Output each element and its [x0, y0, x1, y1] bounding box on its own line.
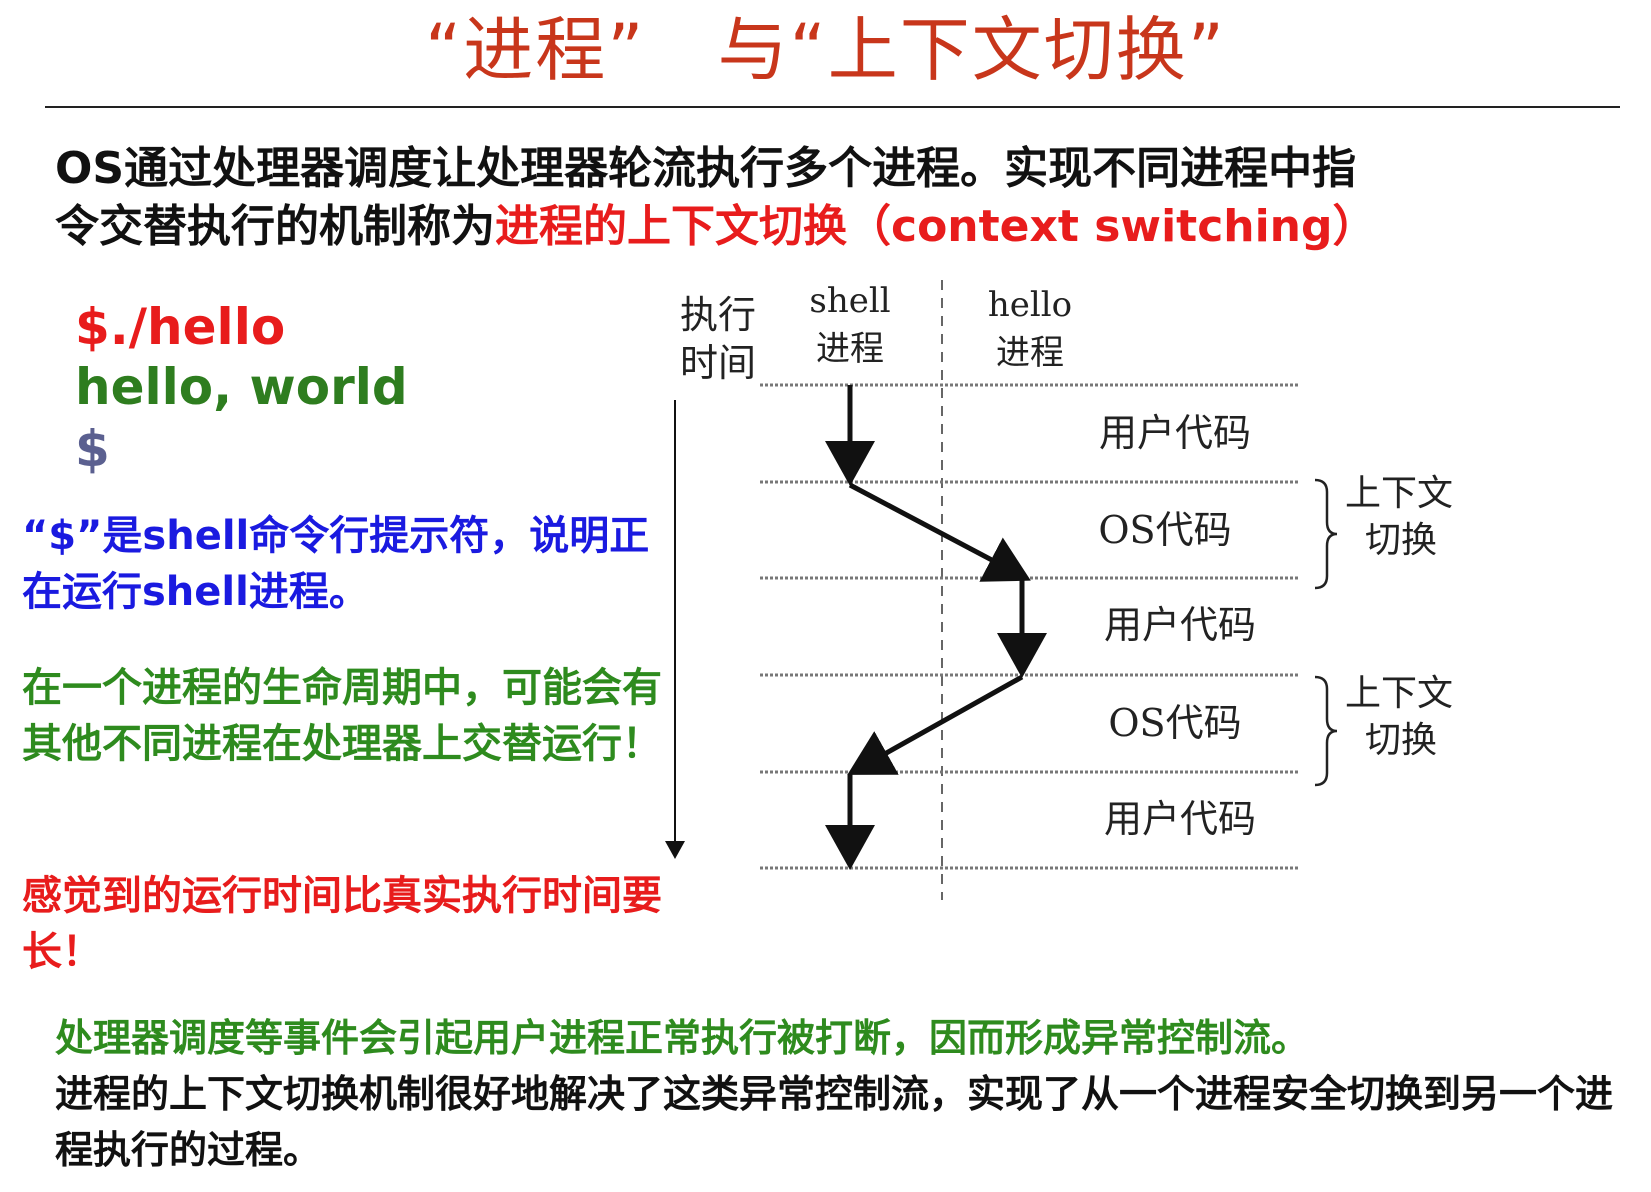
- user-code-label-3: 用户代码: [1104, 797, 1256, 841]
- time-axis-label-1: 执行: [680, 293, 756, 337]
- terminal-output: hello, world: [75, 358, 408, 416]
- prompt-note: “$”是shell命令行提示符，说明正在运行shell进程。: [22, 513, 650, 615]
- shell-column-label-2: 进程: [816, 329, 884, 369]
- user-code-label-1: 用户代码: [1099, 411, 1251, 455]
- page-title: “进程” 与“上下文切换”: [424, 9, 1227, 91]
- intro-highlight-term: 进程的上下文切换（context switching）: [495, 201, 1377, 252]
- time-axis-label-2: 时间: [680, 341, 756, 385]
- os-code-label-1: OS代码: [1098, 508, 1231, 552]
- hello-column-label-1: hello: [988, 285, 1072, 325]
- ctx-switch-label-1b: 切换: [1365, 520, 1437, 561]
- context-switch-diagram: 执行 时间 shell 进程 hello 进程 用户代码 OS代码 用户代码 O…: [665, 280, 1453, 900]
- ctx-switch-label-2b: 切换: [1365, 720, 1437, 761]
- exec-arrow-4: [847, 674, 1024, 775]
- ctx-switch-label-1a: 上下文: [1345, 473, 1453, 514]
- lifecycle-note: 在一个进程的生命周期中，可能会有其他不同进程在处理器上交替运行！: [22, 665, 662, 767]
- os-code-label-2: OS代码: [1108, 701, 1241, 745]
- shell-column-label-1: shell: [809, 281, 890, 321]
- summary-line-2: 进程的上下文切换机制很好地解决了这类异常控制流，实现了从一个进程安全切换到另一个…: [55, 1072, 1614, 1172]
- intro-line-2-prefix: 令交替执行的机制称为: [55, 201, 495, 252]
- exec-arrow-2: [848, 482, 1031, 582]
- intro-line-1: OS通过处理器调度让处理器轮流执行多个进程。实现不同进程中指: [55, 143, 1357, 194]
- context-switch-brace-2: [1314, 675, 1338, 787]
- hello-column-label-2: 进程: [996, 333, 1064, 373]
- summary: 处理器调度等事件会引起用户进程正常执行被打断，因而形成异常控制流。 进程的上下文…: [55, 1010, 1635, 1178]
- summary-line-1: 处理器调度等事件会引起用户进程正常执行被打断，因而形成异常控制流。: [55, 1016, 1310, 1060]
- terminal-command: $./hello: [75, 298, 286, 356]
- intro-line-2: 令交替执行的机制称为进程的上下文切换（context switching）: [55, 198, 1625, 256]
- time-note: 感觉到的运行时间比真实执行时间要长！: [22, 873, 662, 975]
- user-code-label-2: 用户代码: [1104, 603, 1256, 647]
- context-switch-brace-1: [1314, 478, 1338, 590]
- terminal-prompt: $: [75, 420, 110, 478]
- ctx-switch-label-2a: 上下文: [1345, 673, 1453, 714]
- intro-paragraph: OS通过处理器调度让处理器轮流执行多个进程。实现不同进程中指 令交替执行的机制称…: [55, 140, 1625, 256]
- title-divider: [45, 106, 1620, 108]
